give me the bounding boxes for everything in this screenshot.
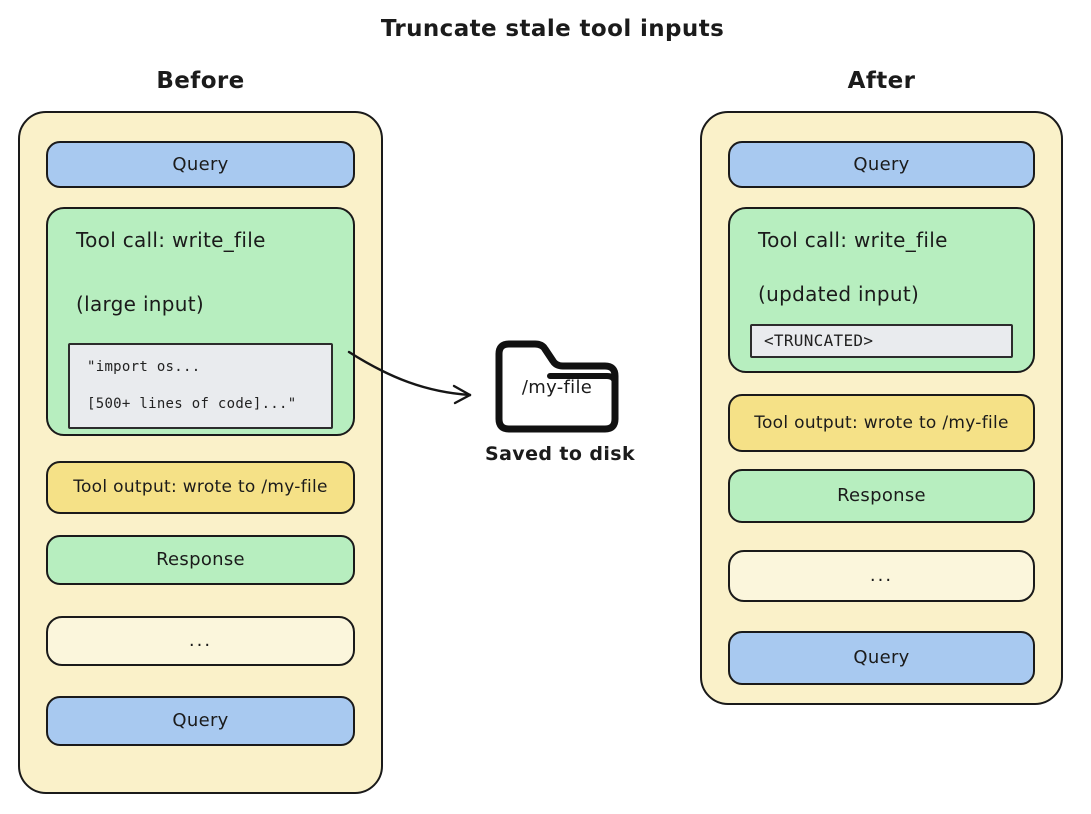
after-tool-call-message: Tool call: write_file (updated input) <T… — [728, 207, 1035, 373]
query-label: Query — [172, 153, 229, 175]
after-tool-output-message: Tool output: wrote to /my-file — [728, 394, 1035, 452]
tool-call-title: Tool call: write_file — [76, 228, 266, 252]
after-ellipsis-message: ... — [728, 550, 1035, 602]
before-ellipsis-message: ... — [46, 616, 355, 666]
tool-output-label: Tool output: wrote to /my-file — [73, 477, 328, 498]
tool-call-subtitle: (large input) — [76, 292, 204, 316]
before-tool-call-message: Tool call: write_file (large input) "imp… — [46, 207, 355, 436]
after-column-label: After — [847, 68, 916, 94]
tool-call-title: Tool call: write_file — [758, 228, 948, 252]
folder-icon — [495, 340, 619, 433]
query-label: Query — [172, 710, 229, 732]
response-label: Response — [837, 485, 926, 507]
after-query-message-1: Query — [728, 141, 1035, 188]
folder-file-label: /my-file — [521, 377, 593, 398]
after-response-message: Response — [728, 469, 1035, 523]
saved-file-folder: /my-file — [486, 333, 628, 437]
before-query-message-1: Query — [46, 141, 355, 188]
after-conversation-panel: Query Tool call: write_file (updated inp… — [700, 111, 1063, 705]
before-tool-output-message: Tool output: wrote to /my-file — [46, 461, 355, 514]
before-response-message: Response — [46, 535, 355, 585]
saved-to-disk-caption: Saved to disk — [484, 443, 635, 465]
before-query-message-2: Query — [46, 696, 355, 746]
response-label: Response — [156, 549, 245, 571]
ellipsis-label: ... — [188, 630, 213, 652]
diagram-title: Truncate stale tool inputs — [380, 16, 725, 42]
tool-input-code-box: "import os... [500+ lines of code]..." — [68, 343, 333, 429]
query-label: Query — [853, 153, 910, 175]
before-column-label: Before — [156, 68, 245, 94]
ellipsis-label: ... — [869, 565, 894, 587]
truncated-input-box: <TRUNCATED> — [750, 324, 1013, 358]
after-query-message-2: Query — [728, 631, 1035, 685]
before-conversation-panel: Query Tool call: write_file (large input… — [18, 111, 383, 794]
code-line: [500+ lines of code]..." — [87, 396, 297, 413]
arrow-to-disk-icon — [347, 350, 472, 405]
code-line: <TRUNCATED> — [764, 330, 874, 350]
query-label: Query — [853, 647, 910, 669]
tool-output-label: Tool output: wrote to /my-file — [754, 412, 1009, 433]
code-line: "import os... — [87, 359, 201, 375]
tool-call-subtitle: (updated input) — [758, 282, 920, 306]
